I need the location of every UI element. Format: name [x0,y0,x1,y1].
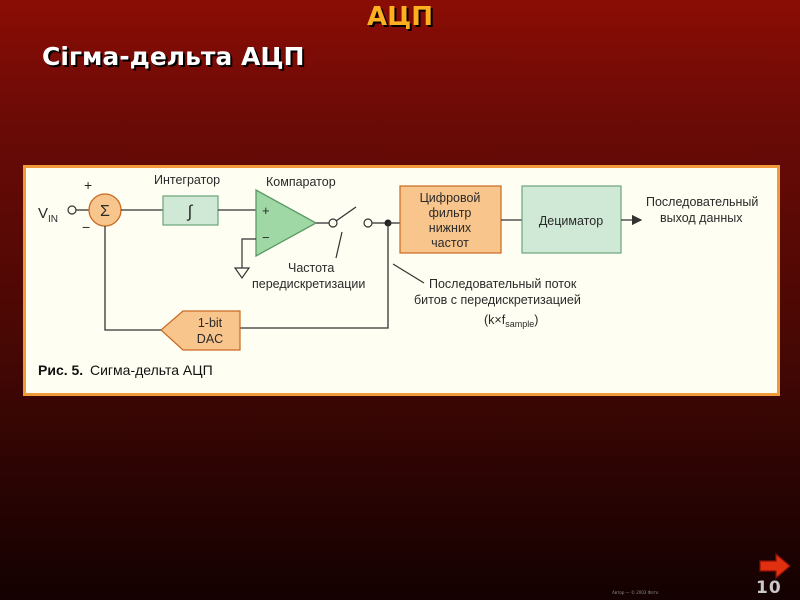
decimator-block [521,185,622,254]
summer-plus: + [84,177,92,193]
decimator-label: Дециматор [539,214,603,228]
sigma-delta-diagram: VIN + − Σ Интегратор ∫ Компаратор + − Ча… [38,173,758,378]
comparator-triangle [255,188,318,258]
wire-feedback-top [240,223,389,329]
sampling-frequency-label-1: Частота [288,261,334,275]
dac-block [160,310,241,351]
comparator-minus: − [262,230,270,245]
sampling-frequency-label-2: передискретизации [252,277,365,291]
bitstream-label-2: битов с передискретизацией [414,293,581,307]
bitstream-label-1: Последовательный поток [429,277,577,291]
figure-frame: VIN + − Σ Интегратор ∫ Компаратор + − Ча… [23,165,780,396]
figure-caption-text: Сигма-дельта АЦП [90,362,213,378]
footer-credit: Автор — © 2003 Фото [612,590,659,595]
filter-label-1: Цифровой [420,191,481,205]
wire-ground [241,238,256,268]
slide-title: АЦП [366,2,433,32]
switch-blade [335,206,357,222]
filter-label-4: частот [431,236,469,250]
bitstream-label-3: (k×fsample) [484,313,538,329]
dac-label-1: 1-bit [198,316,223,330]
input-terminal [67,205,77,215]
output-label-2: выход данных [660,211,743,225]
integral-symbol: ∫ [187,202,194,221]
comparator-label: Компаратор [266,175,336,189]
summer-symbol: Σ [100,203,110,220]
figure-caption-prefix: Рис. 5. [38,362,83,378]
input-label: VIN [38,205,58,225]
slide-subtitle: Сігма-дельта АЦП [42,42,305,71]
switch-terminal-b [363,218,373,228]
output-label-1: Последовательный [646,195,758,209]
integrator-label: Интегратор [154,173,220,187]
dac-label-2: DAC [197,332,223,346]
wire-feedback-return [104,226,161,331]
comparator-plus: + [262,203,270,218]
sampling-pointer [335,231,343,259]
ground-symbol [233,267,251,280]
filter-label-2: фильтр [429,206,472,220]
digital-filter-block [399,185,502,254]
bitstream-pointer [392,263,425,284]
summer-minus: − [82,219,90,235]
next-slide-arrow-icon[interactable] [758,552,792,580]
filter-label-3: нижних [429,221,472,235]
switch-terminal-a [328,218,338,228]
page-number: 10 [756,578,782,598]
